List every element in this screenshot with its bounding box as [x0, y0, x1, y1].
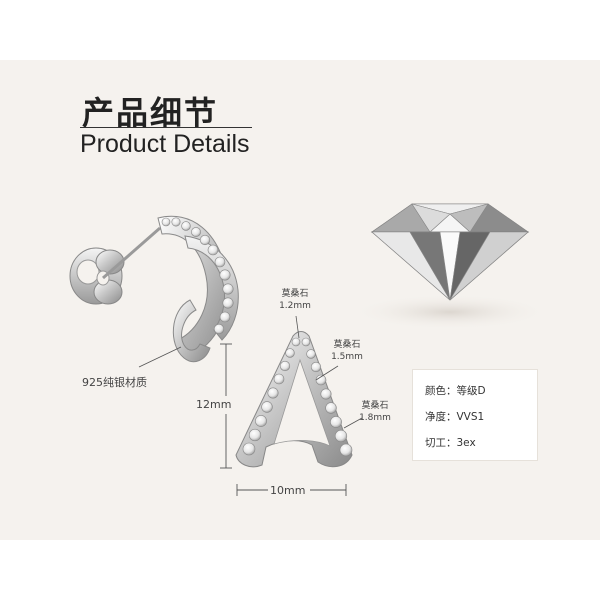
width-label: 10mm: [270, 484, 306, 497]
stone-top-name: 莫桑石: [281, 289, 309, 299]
stone-mid-name: 莫桑石: [333, 340, 361, 350]
spec-clarity: 净度：VVS1: [425, 411, 485, 423]
height-dimension: [220, 343, 232, 469]
earring-side-view: [69, 215, 239, 363]
stone-mid-size: 1.5mm: [331, 352, 363, 362]
stone-top-leader: [295, 315, 300, 339]
width-dimension: [236, 484, 347, 496]
title-english: Product Details: [80, 130, 250, 158]
diamond-illustration: [350, 203, 550, 330]
height-label: 12mm: [196, 398, 232, 411]
spec-cut: 切工：3ex: [425, 437, 476, 449]
stone-low-leader: [343, 417, 363, 429]
stone-mid-label: 莫桑石 1.5mm: [322, 339, 372, 363]
material-label: 925纯银材质: [82, 376, 147, 389]
stone-mid-leader: [315, 365, 339, 381]
spec-card: 颜色：等级D 净度：VVS1 切工：3ex: [412, 369, 538, 461]
stone-top-size: 1.2mm: [279, 301, 311, 311]
spec-color: 颜色：等级D: [425, 385, 486, 397]
title-chinese: 产品细节: [82, 94, 219, 132]
stone-top-label: 莫桑石 1.2mm: [270, 288, 320, 312]
earring-front-view: [235, 331, 353, 468]
stone-low-name: 莫桑石: [361, 401, 389, 411]
title-divider: [80, 127, 252, 128]
stone-low-size: 1.8mm: [359, 413, 391, 423]
earring-backing: [69, 247, 125, 305]
stone-low-label: 莫桑石 1.8mm: [350, 400, 400, 424]
material-leader-line: [138, 346, 182, 368]
